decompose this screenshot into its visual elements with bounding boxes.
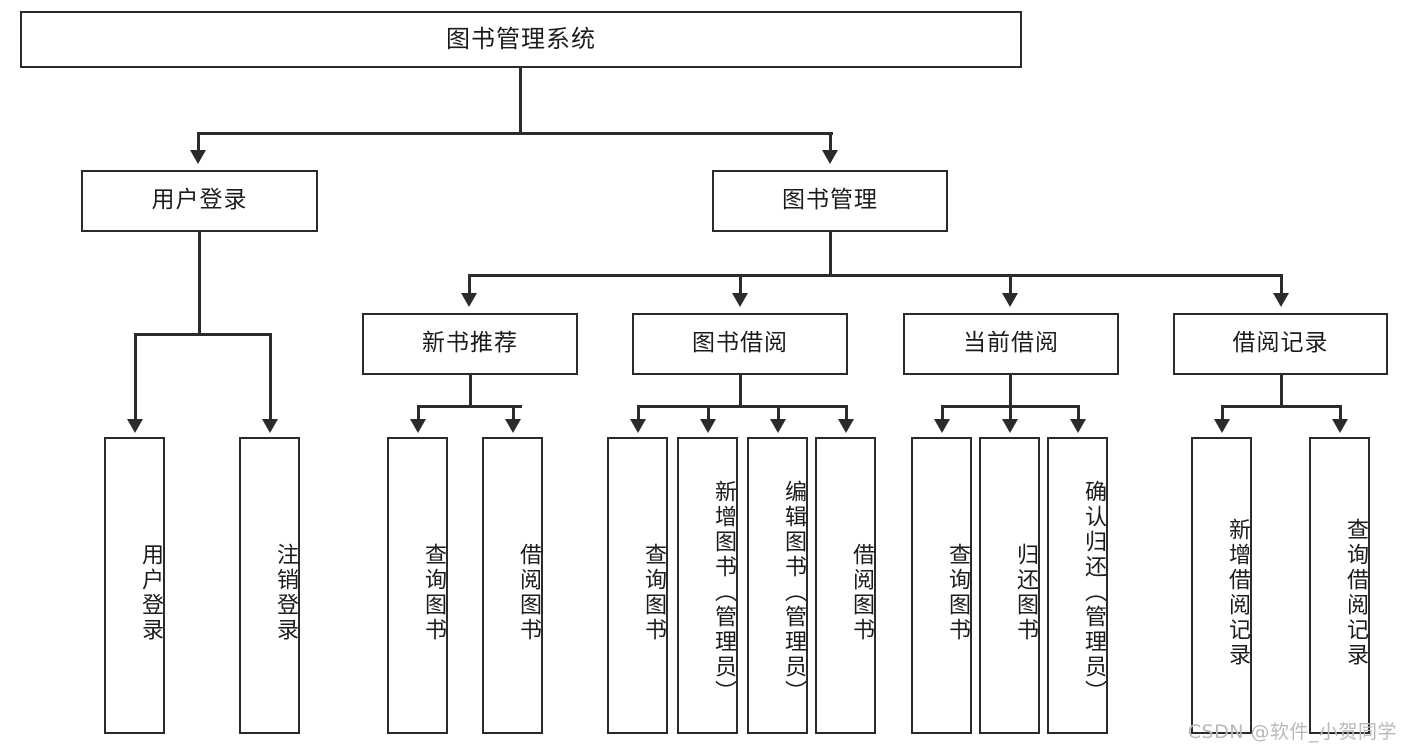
arrow-borrowrecord-leaf-1 bbox=[1214, 419, 1230, 433]
node-book-borrow[interactable]: 图书借阅 bbox=[632, 313, 848, 375]
arrow-newbook-leaf-2 bbox=[505, 419, 521, 433]
arrow-bookborrow-leaf-1 bbox=[630, 419, 646, 433]
node-label: 查询借阅记录 bbox=[1343, 517, 1368, 668]
node-label: 注销登录 bbox=[273, 542, 298, 643]
node-label: 归还图书 bbox=[1013, 542, 1038, 643]
leaf-query-book-recommend[interactable]: 查询图书 bbox=[387, 437, 448, 734]
arrow-borrowrecord-leaf-2 bbox=[1332, 419, 1348, 433]
node-label: 新增借阅记录 bbox=[1225, 517, 1250, 668]
leaf-query-borrow-record[interactable]: 查询借阅记录 bbox=[1309, 437, 1370, 734]
arrow-root-to-userlogin bbox=[190, 150, 206, 164]
node-label: 借阅图书 bbox=[849, 542, 874, 643]
node-book-management[interactable]: 图书管理 bbox=[712, 170, 948, 232]
connector-root-bus bbox=[197, 132, 833, 135]
connector-bookmgmt-drop-1 bbox=[468, 274, 471, 295]
connector-root-to-userlogin bbox=[197, 132, 200, 152]
connector-bookmgmt-drop-2 bbox=[739, 274, 742, 295]
arrow-bookborrow-leaf-2 bbox=[700, 419, 716, 433]
node-label: 新增图书（管理员） bbox=[711, 480, 736, 705]
leaf-query-book-current[interactable]: 查询图书 bbox=[911, 437, 972, 734]
node-label: 图书管理系统 bbox=[446, 25, 596, 54]
node-label: 用户登录 bbox=[151, 187, 248, 214]
node-label: 查询图书 bbox=[641, 542, 666, 643]
connector-newbook-bus bbox=[417, 405, 522, 408]
connector-bookborrow-stem bbox=[739, 375, 742, 407]
connector-userlogin-drop-1 bbox=[134, 333, 137, 419]
connector-bookmgmt-drop-4 bbox=[1280, 274, 1283, 295]
arrow-bookmgmt-to-current bbox=[1002, 293, 1018, 307]
connector-userlogin-drop-2 bbox=[269, 333, 272, 419]
node-label: 借阅记录 bbox=[1232, 330, 1329, 357]
arrow-newbook-leaf-1 bbox=[410, 419, 426, 433]
node-label: 查询图书 bbox=[421, 542, 446, 643]
leaf-borrow-book-recommend[interactable]: 借阅图书 bbox=[482, 437, 543, 734]
node-label: 当前借阅 bbox=[963, 330, 1059, 357]
leaf-confirm-return-admin[interactable]: 确认归还（管理员） bbox=[1047, 437, 1108, 734]
node-label: 编辑图书（管理员） bbox=[781, 480, 806, 705]
arrow-bookborrow-leaf-4 bbox=[838, 419, 854, 433]
connector-currentborrow-drop-1 bbox=[941, 405, 944, 419]
connector-borrowrecord-drop-1 bbox=[1221, 405, 1224, 419]
arrow-bookmgmt-to-newbook bbox=[461, 293, 477, 307]
connector-root-to-bookmgmt bbox=[829, 132, 832, 152]
connector-bookborrow-drop-4 bbox=[845, 405, 848, 419]
connector-borrowrecord-drop-2 bbox=[1339, 405, 1342, 419]
connector-root-stem bbox=[519, 68, 522, 134]
connector-bookborrow-bus bbox=[637, 405, 847, 408]
leaf-borrow-book[interactable]: 借阅图书 bbox=[815, 437, 876, 734]
node-borrow-record[interactable]: 借阅记录 bbox=[1173, 313, 1388, 375]
leaf-edit-book-admin[interactable]: 编辑图书（管理员） bbox=[747, 437, 808, 734]
connector-bookborrow-drop-1 bbox=[637, 405, 640, 419]
node-root-system[interactable]: 图书管理系统 bbox=[20, 11, 1022, 68]
arrow-currentborrow-leaf-2 bbox=[1002, 419, 1018, 433]
connector-newbook-stem bbox=[469, 375, 472, 407]
connector-currentborrow-stem bbox=[1009, 375, 1012, 407]
node-label: 图书管理 bbox=[782, 187, 878, 214]
connector-bookmgmt-bus bbox=[468, 274, 1282, 277]
arrow-bookmgmt-to-record bbox=[1273, 293, 1289, 307]
connector-newbook-drop-2 bbox=[512, 405, 515, 419]
node-label: 查询图书 bbox=[945, 542, 970, 643]
arrow-bookborrow-leaf-3 bbox=[770, 419, 786, 433]
connector-currentborrow-drop-3 bbox=[1077, 405, 1080, 419]
connector-currentborrow-drop-2 bbox=[1009, 405, 1012, 419]
node-label: 借阅图书 bbox=[516, 542, 541, 643]
node-user-login[interactable]: 用户登录 bbox=[81, 170, 318, 232]
arrow-userlogin-leaf-2 bbox=[262, 419, 278, 433]
leaf-user-login[interactable]: 用户登录 bbox=[104, 437, 165, 734]
node-label: 图书借阅 bbox=[692, 330, 788, 357]
node-label: 用户登录 bbox=[138, 542, 163, 643]
connector-userlogin-bus bbox=[134, 333, 272, 336]
connector-bookborrow-drop-3 bbox=[777, 405, 780, 419]
node-new-book-recommend[interactable]: 新书推荐 bbox=[362, 313, 578, 375]
connector-userlogin-stem bbox=[198, 232, 201, 335]
node-label: 新书推荐 bbox=[422, 330, 518, 357]
leaf-add-book-admin[interactable]: 新增图书（管理员） bbox=[677, 437, 738, 734]
arrow-bookmgmt-to-borrow bbox=[732, 293, 748, 307]
leaf-return-book[interactable]: 归还图书 bbox=[979, 437, 1040, 734]
leaf-query-book-borrow[interactable]: 查询图书 bbox=[607, 437, 668, 734]
arrow-currentborrow-leaf-3 bbox=[1070, 419, 1086, 433]
connector-bookmgmt-stem bbox=[829, 232, 832, 276]
arrow-currentborrow-leaf-1 bbox=[934, 419, 950, 433]
leaf-add-borrow-record[interactable]: 新增借阅记录 bbox=[1191, 437, 1252, 734]
connector-borrowrecord-bus bbox=[1221, 405, 1340, 408]
arrow-userlogin-leaf-1 bbox=[127, 419, 143, 433]
node-current-borrow[interactable]: 当前借阅 bbox=[903, 313, 1119, 375]
connector-newbook-drop-1 bbox=[417, 405, 420, 419]
arrow-root-to-bookmgmt bbox=[822, 150, 838, 164]
leaf-logout-login[interactable]: 注销登录 bbox=[239, 437, 300, 734]
connector-borrowrecord-stem bbox=[1280, 375, 1283, 407]
connector-bookborrow-drop-2 bbox=[707, 405, 710, 419]
node-label: 确认归还（管理员） bbox=[1081, 480, 1106, 705]
connector-bookmgmt-drop-3 bbox=[1009, 274, 1012, 295]
